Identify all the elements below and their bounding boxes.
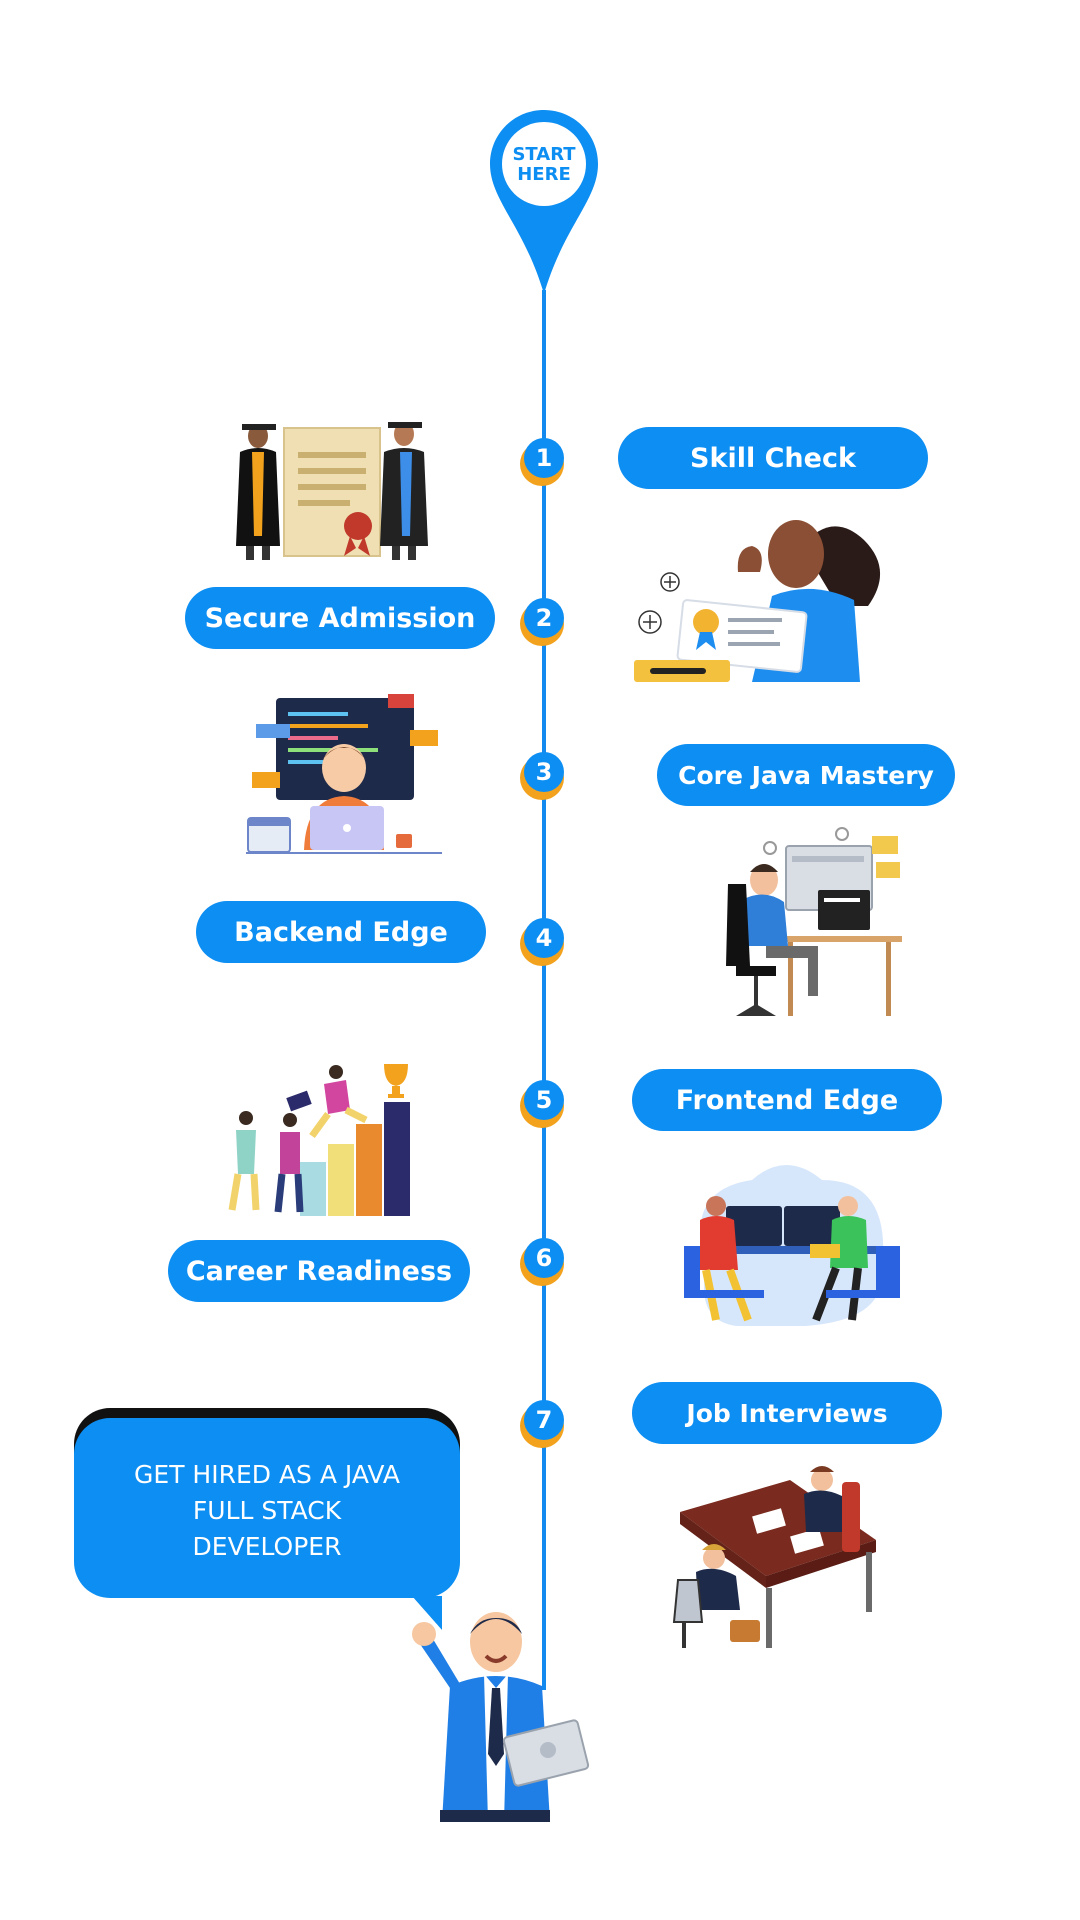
step-number: 4 bbox=[524, 918, 564, 958]
team-growth-bars-illustration bbox=[228, 1064, 410, 1216]
step-marker-7: 7 bbox=[520, 1400, 566, 1448]
map-pin-icon bbox=[490, 110, 598, 294]
step-number: 3 bbox=[524, 752, 564, 792]
step-label-skill-check: Skill Check bbox=[618, 427, 928, 489]
step-label-backend-edge: Backend Edge bbox=[196, 901, 486, 963]
final-speech-bubble: GET HIRED AS A JAVA FULL STACK DEVELOPER bbox=[74, 1408, 460, 1630]
step-marker-6: 6 bbox=[520, 1238, 566, 1286]
graduates-diploma-illustration bbox=[236, 422, 428, 560]
step-label-career-readiness: Career Readiness bbox=[168, 1240, 470, 1302]
step-marker-3: 3 bbox=[520, 752, 566, 800]
step-marker-1: 1 bbox=[520, 438, 566, 486]
step-label-job-interviews: Job Interviews bbox=[632, 1382, 942, 1444]
developer-laptop-code-illustration bbox=[246, 694, 442, 854]
interview-desk-illustration bbox=[672, 1466, 876, 1648]
step-number: 6 bbox=[524, 1238, 564, 1278]
start-pin: START HERE bbox=[488, 108, 600, 298]
step-number: 1 bbox=[524, 438, 564, 478]
step-number: 7 bbox=[524, 1400, 564, 1440]
step-label-secure-admission: Secure Admission bbox=[185, 587, 495, 649]
final-message: GET HIRED AS A JAVA FULL STACK DEVELOPER bbox=[134, 1460, 400, 1561]
step-label-frontend-edge: Frontend Edge bbox=[632, 1069, 942, 1131]
certificate-celebration-illustration bbox=[634, 520, 881, 682]
happy-businessman-laptop-illustration bbox=[412, 1612, 590, 1822]
timeline-line bbox=[542, 290, 546, 1690]
step-marker-2: 2 bbox=[520, 598, 566, 646]
step-number: 2 bbox=[524, 598, 564, 638]
step-number: 5 bbox=[524, 1080, 564, 1120]
programmer-html-desk-illustration bbox=[726, 827, 902, 1016]
step-label-core-java-mastery: Core Java Mastery bbox=[657, 744, 955, 806]
start-pin-label: START HERE bbox=[512, 144, 576, 185]
step-marker-5: 5 bbox=[520, 1080, 566, 1128]
step-marker-4: 4 bbox=[520, 918, 566, 966]
pair-programming-illustration bbox=[684, 1165, 900, 1326]
